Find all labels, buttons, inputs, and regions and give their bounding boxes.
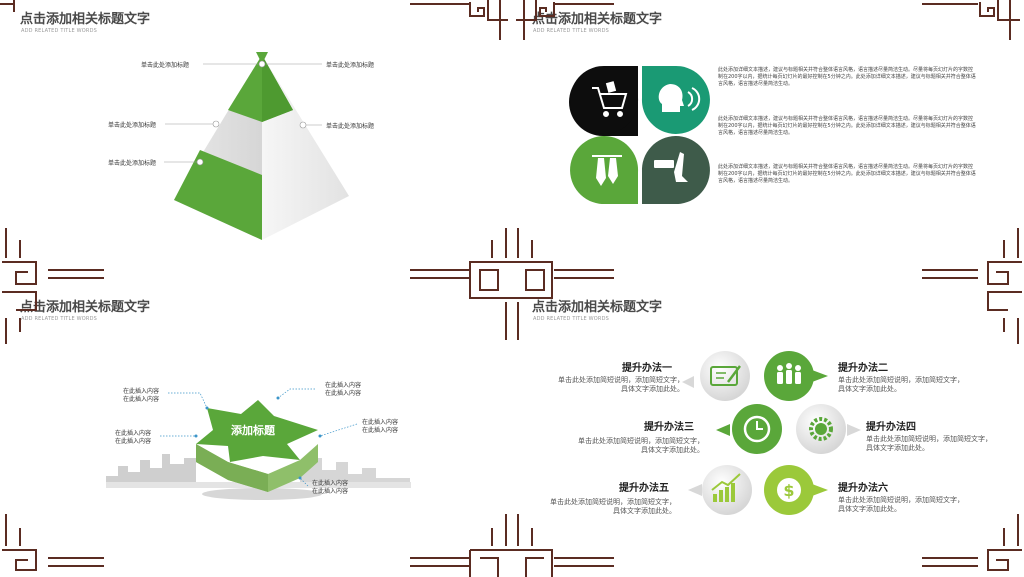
method-body: 单击此处添加简短说明，添加简短文字， 具体文字添加此处。 xyxy=(838,376,964,393)
slide-methods: 点击添加相关标题文字 ADD RELATED TITLE WORDS xyxy=(512,288,1024,576)
slide-title: 点击添加相关标题文字 xyxy=(532,300,663,315)
star-callout: 在此插入内容 在此插入内容 xyxy=(312,480,349,495)
pyramid-bottom-band xyxy=(174,150,262,240)
star-callout: 在此插入内容 在此插入内容 xyxy=(115,430,152,445)
star-callout: 在此插入内容 在此插入内容 xyxy=(362,419,399,434)
clock-icon xyxy=(716,404,782,454)
slide-title: 点击添加相关标题文字 xyxy=(20,12,151,27)
method-title: 提升办法六 xyxy=(838,483,888,494)
svg-text:$: $ xyxy=(783,481,794,500)
shopping-cart-icon xyxy=(592,81,628,117)
star-label: 添加标题 xyxy=(231,424,275,437)
slide-title: 点击添加相关标题文字 xyxy=(532,12,663,27)
star-callout: 在此插入内容 在此插入内容 xyxy=(325,382,362,397)
slide-subtitle: ADD RELATED TITLE WORDS xyxy=(21,28,98,34)
pyramid-label: 单击此处添加标题 xyxy=(108,122,157,129)
slide-subtitle: ADD RELATED TITLE WORDS xyxy=(533,316,610,322)
slide-subtitle: ADD RELATED TITLE WORDS xyxy=(21,316,98,322)
growth-chart-icon xyxy=(688,465,752,515)
team-icon xyxy=(764,351,828,401)
gear-person-icon xyxy=(796,404,861,454)
method-body: 单击此处添加简短说明，添加简短文字， 具体文字添加此处。 xyxy=(558,376,684,393)
methods-graphic: $ xyxy=(682,351,861,515)
ties-icon xyxy=(592,155,622,186)
description-paragraph: 此处添加详细文本描述，建议与标题相关并符合整体语言风格，语言描述尽量简洁生动。尽… xyxy=(718,67,976,87)
method-title: 提升办法四 xyxy=(866,422,916,433)
method-body: 单击此处添加简短说明，添加简短文字， 具体文字添加此处。 xyxy=(550,498,676,515)
method-title: 提升办法一 xyxy=(622,363,672,374)
pyramid-label: 单击此处添加标题 xyxy=(326,62,375,69)
star-graphic xyxy=(106,388,411,500)
pyramid-label: 单击此处添加标题 xyxy=(326,123,375,130)
slide-clover: 点击添加相关标题文字 ADD RELATED TITLE WORDS xyxy=(512,0,1024,288)
dollar-icon: $ xyxy=(764,465,828,515)
card-terminal-icon xyxy=(654,152,688,182)
method-body: 单击此处添加简短说明，添加简短文字， 具体文字添加此处。 xyxy=(866,435,992,452)
description-paragraph: 此处添加详细文本描述，建议与标题相关并符合整体语言风格，语言描述尽量简洁生动。尽… xyxy=(718,116,976,136)
method-body: 单击此处添加简短说明，添加简短文字， 具体文字添加此处。 xyxy=(838,496,964,513)
slide-subtitle: ADD RELATED TITLE WORDS xyxy=(533,28,610,34)
method-title: 提升办法五 xyxy=(619,483,669,494)
pyramid-label: 单击此处添加标题 xyxy=(108,160,157,167)
method-title: 提升办法三 xyxy=(644,422,694,433)
pyramid-graphic xyxy=(164,52,349,240)
pyramid-label: 单击此处添加标题 xyxy=(141,62,190,69)
slide-title: 点击添加相关标题文字 xyxy=(20,300,151,315)
slide-star: 点击添加相关标题文字 ADD RELATED TITLE WORDS 添加标题 … xyxy=(0,288,512,576)
method-title: 提升办法二 xyxy=(838,363,888,374)
certificate-icon xyxy=(682,351,750,401)
method-body: 单击此处添加简短说明，添加简短文字， 具体文字添加此处。 xyxy=(578,437,704,454)
star-shape xyxy=(196,400,318,462)
star-callout: 在此插入内容 在此插入内容 xyxy=(123,388,160,403)
clover-graphic xyxy=(569,65,710,205)
slide-pyramid: 点击添加相关标题文字 ADD RELATED TITLE WORDS xyxy=(0,0,512,288)
speaking-head-icon xyxy=(658,84,701,112)
description-paragraph: 此处添加详细文本描述，建议与标题相关并符合整体语言风格，语言描述尽量简洁生动。尽… xyxy=(718,164,976,184)
